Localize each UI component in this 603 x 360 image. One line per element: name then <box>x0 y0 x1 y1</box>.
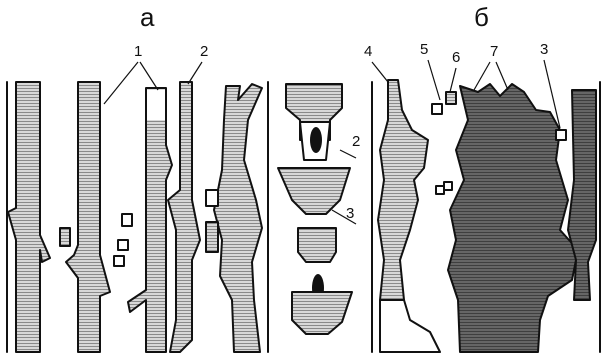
panel-a-chip <box>60 228 70 246</box>
panel-a-chip <box>122 214 132 226</box>
middle-lower-base <box>292 292 352 334</box>
middle-lower-block <box>298 228 336 262</box>
panel-b-chip <box>436 186 444 194</box>
leader-a-2 <box>188 62 202 84</box>
panel-b-chip <box>444 182 452 190</box>
leader-a-1-right <box>140 62 158 90</box>
panel-a-chip <box>114 256 124 266</box>
panel-b-chip <box>432 104 442 114</box>
panel-b-chip <box>556 130 566 140</box>
panel-b-letter: б <box>474 2 489 32</box>
middle-upper-base <box>278 168 350 214</box>
leader-middle-2 <box>340 150 356 158</box>
panel-a-column-3 <box>128 88 172 352</box>
middle-upper-grain <box>310 127 322 153</box>
panel-a-column-5 <box>214 84 262 352</box>
callout-b-3: 3 <box>540 41 548 58</box>
panel-a-column-1 <box>8 82 50 352</box>
callout-a-1: 1 <box>134 43 142 60</box>
callout-b-4: 4 <box>364 43 372 60</box>
callout-b-7: 7 <box>490 43 498 60</box>
middle-diagram: 2 3 <box>278 84 360 334</box>
panel-a-chip <box>206 222 218 252</box>
panel-a: а 1 2 <box>7 2 268 352</box>
panel-b-chip <box>446 92 456 104</box>
panel-a-column-4 <box>168 82 200 352</box>
panel-a-letter: а <box>140 2 155 32</box>
leader-b-4 <box>372 62 388 82</box>
leader-b-6 <box>450 68 456 92</box>
panel-b: б 4 5 6 7 3 <box>364 2 600 352</box>
callout-b-5: 5 <box>420 41 428 58</box>
panel-a-column-3-top <box>147 90 165 120</box>
panel-b-white-region <box>380 300 440 352</box>
panel-b-light-column <box>378 80 428 300</box>
callout-middle-2: 2 <box>352 133 360 150</box>
callout-b-6: 6 <box>452 49 460 66</box>
leader-a-1-left <box>104 62 138 104</box>
leader-b-5 <box>428 60 440 100</box>
panel-a-chip <box>118 240 128 250</box>
callout-a-2: 2 <box>200 43 208 60</box>
panel-a-column-2 <box>66 82 110 352</box>
leader-b-7-right <box>496 62 508 90</box>
panel-a-chip <box>206 190 218 206</box>
